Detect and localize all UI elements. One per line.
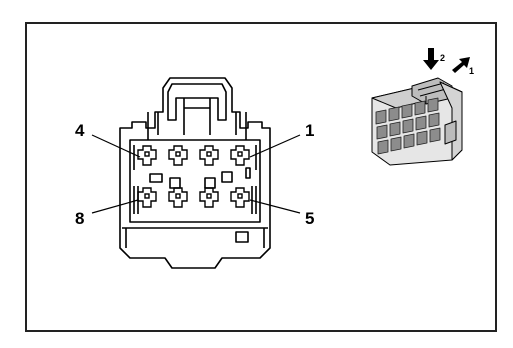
cavity-pin-6 (199, 187, 219, 208)
latch-side-right (235, 112, 247, 140)
leader-lines (91, 134, 301, 214)
iso-side (439, 81, 463, 161)
pin-label-5: 5 (305, 209, 314, 228)
arrow-push-icon (452, 57, 470, 73)
connector-isometric-view (371, 77, 463, 166)
cavity-slot-2 (206, 151, 212, 157)
iso-cavity (429, 127, 441, 143)
cavity-pin-1 (230, 145, 250, 166)
iso-cavity (377, 139, 389, 155)
cavity-pin-8 (137, 187, 157, 208)
arrow-step-2-label: 2 (440, 53, 445, 63)
iso-cavity (390, 136, 402, 152)
cavity-slot-8 (144, 193, 150, 199)
iso-cavity (389, 121, 401, 137)
iso-side-tab (444, 120, 457, 145)
cavity-pin-7 (168, 187, 188, 208)
latch-side-left (147, 112, 159, 140)
cavity-pin-2 (199, 145, 219, 166)
connector-housing-outline (119, 77, 271, 269)
connector-face-view (119, 77, 271, 269)
release-arrows: 2 1 (423, 48, 474, 76)
iso-latch-detail (417, 82, 447, 104)
latch-inner (183, 98, 211, 135)
pin-label-1: 1 (305, 121, 314, 140)
locking-latch (167, 83, 227, 121)
arrow-step-1-label: 1 (469, 66, 474, 76)
iso-cavity (415, 115, 427, 131)
iso-cavity (376, 124, 388, 140)
pin-label-8: 8 (75, 209, 84, 228)
mid-keys (149, 167, 251, 189)
bottom-skirt (122, 227, 268, 248)
cavity-slot-1 (237, 151, 243, 157)
iso-cavity (416, 130, 428, 146)
leader-line-pin1 (249, 134, 301, 158)
iso-cavity (375, 109, 387, 125)
iso-cavity (428, 112, 440, 128)
terminal-cavities (137, 145, 250, 208)
iso-cavity (401, 103, 413, 119)
arrow-down-icon (423, 48, 439, 70)
cavity-slot-6 (206, 193, 212, 199)
leader-line-pin8 (91, 199, 139, 214)
iso-cavity (388, 106, 400, 122)
cavity-slot-7 (175, 193, 181, 199)
pin-label-4: 4 (75, 121, 85, 140)
cavity-pin-4 (137, 145, 157, 166)
terminal-block (129, 139, 261, 223)
iso-cavity (427, 97, 439, 113)
iso-cavity (402, 118, 414, 134)
cavity-slot-5 (237, 193, 243, 199)
leader-line-pin4 (91, 134, 141, 158)
figure-frame (25, 22, 497, 332)
cavity-slot-3 (175, 151, 181, 157)
leader-line-pin5 (249, 199, 301, 214)
cavity-pin-3 (168, 145, 188, 166)
cavity-slot-4 (144, 151, 150, 157)
iso-cavity (414, 100, 426, 116)
iso-cavity-grid (375, 97, 441, 155)
cavity-pin-5 (230, 187, 250, 208)
iso-cavity (403, 133, 415, 149)
